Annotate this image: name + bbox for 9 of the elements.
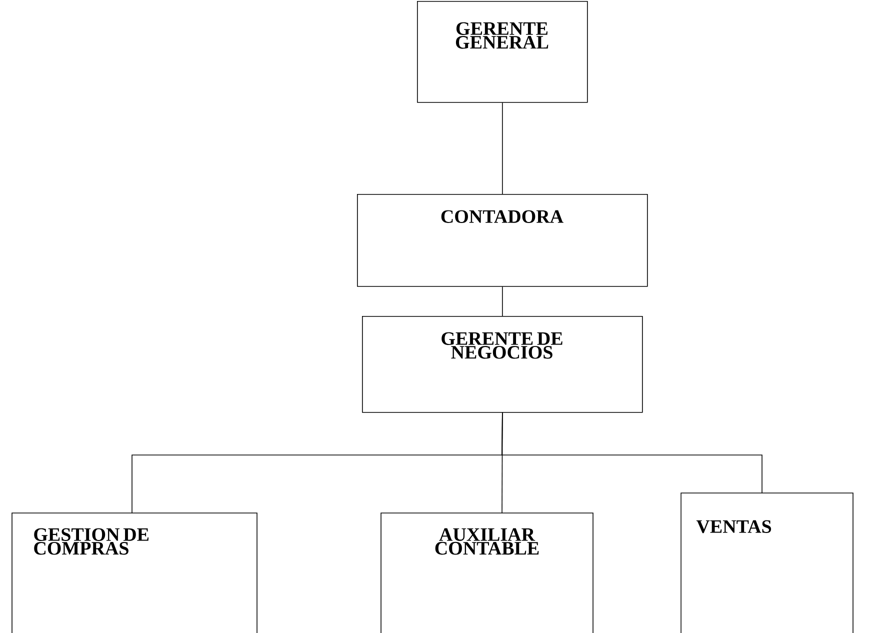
position-box: GERENTE GENERAL <box>417 1 588 103</box>
position-box: VENTAS <box>680 492 854 633</box>
position-box: AUXILIAR CONTABLE <box>380 512 594 633</box>
position-box: CONTADORA <box>357 194 648 287</box>
position-box: GERENTE DE NEGOCIOS <box>362 316 643 413</box>
connector-line <box>502 102 503 194</box>
position-box: GESTION DE COMPRAS <box>12 512 258 633</box>
connector-line <box>502 286 503 316</box>
connector-line <box>502 412 762 494</box>
